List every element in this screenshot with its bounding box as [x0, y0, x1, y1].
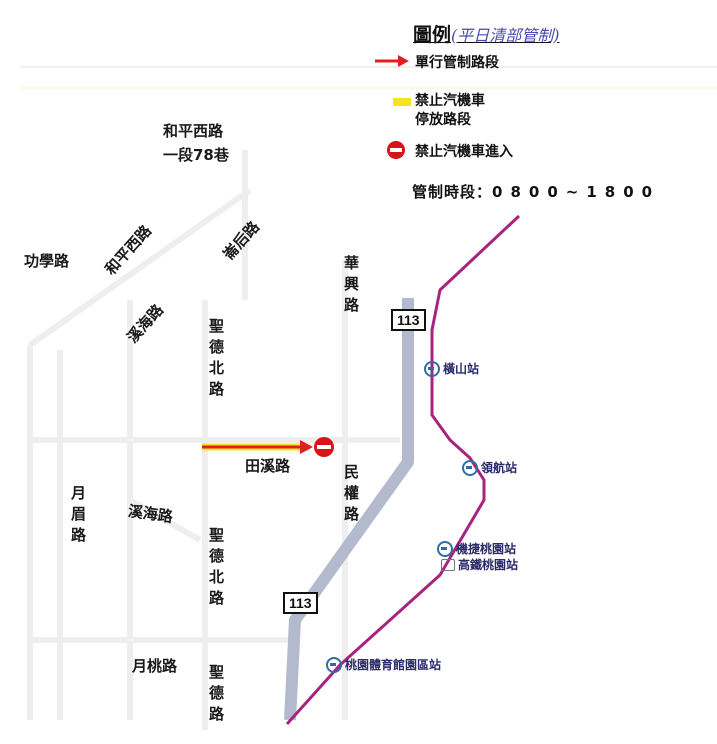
road-huaxing: 華興路 [342, 255, 360, 318]
background-roads [27, 150, 400, 730]
mrt-station-icon [437, 540, 453, 557]
control-hours-value: 0800~1800 [492, 183, 661, 201]
road-yuemei: 月眉路 [69, 485, 87, 548]
mrt-station-icon [424, 360, 440, 377]
station-linghang: 領航站 [462, 459, 517, 476]
legend-title: 圖例(平日清部管制) [413, 20, 560, 47]
train-icon [441, 558, 455, 571]
station-stadium-label: 桃園體育館園區站 [345, 658, 442, 672]
station-hsr-taoyuan-label: 高鐵桃園站 [458, 558, 519, 572]
road-tianxi: 田溪路 [245, 457, 291, 475]
mrt-station-icon [326, 656, 342, 673]
route-shield-113-upper: 113 [391, 309, 426, 331]
road-shengde-north-lower: 聖德北路 [207, 527, 225, 611]
legend-one-way-label: 單行管制路段 [415, 55, 499, 71]
mrt-station-icon [462, 459, 478, 476]
route-shield-113-lower: 113 [283, 592, 318, 614]
mrt-line [285, 214, 521, 726]
station-airport-taoyuan-label: 機捷桃園站 [456, 542, 517, 556]
road-shengde: 聖德路 [207, 664, 225, 727]
legend-note: (平日清部管制) [451, 26, 560, 45]
road-shengde-north-upper: 聖德北路 [207, 318, 225, 402]
control-hours: 管制時段：0800~1800 [412, 181, 660, 202]
control-hours-label: 管制時段： [412, 183, 493, 201]
station-hengshan: 橫山站 [424, 360, 479, 377]
legend-no-entry-label: 禁止汽機車進入 [415, 144, 513, 160]
road-heping-lane-line2: 一段78巷 [163, 146, 229, 164]
road-yuetao: 月桃路 [132, 657, 178, 675]
station-stadium: 桃園體育館園區站 [326, 656, 441, 673]
road-heping-lane-line1: 和平西路 [163, 122, 224, 140]
legend-red-arrow-icon [375, 55, 409, 67]
highway-113 [284, 298, 414, 721]
legend-yellow-bar-icon [393, 98, 411, 106]
legend-no-entry-icon [387, 141, 405, 159]
road-minquan: 民權路 [342, 464, 360, 527]
legend-no-parking-label-1: 禁止汽機車 [415, 93, 485, 109]
station-hsr-taoyuan: 高鐵桃園站 [441, 556, 518, 573]
station-linghang-label: 領航站 [481, 461, 518, 475]
one-way-arrowhead [300, 440, 313, 454]
no-entry-icon [314, 437, 334, 457]
road-gongxue: 功學路 [24, 252, 70, 270]
station-airport-taoyuan: 機捷桃園站 [437, 540, 516, 557]
station-hengshan-label: 橫山站 [443, 362, 480, 376]
legend-no-parking-label-2: 停放路段 [415, 112, 471, 128]
legend-title-text: 圖例 [413, 24, 452, 46]
